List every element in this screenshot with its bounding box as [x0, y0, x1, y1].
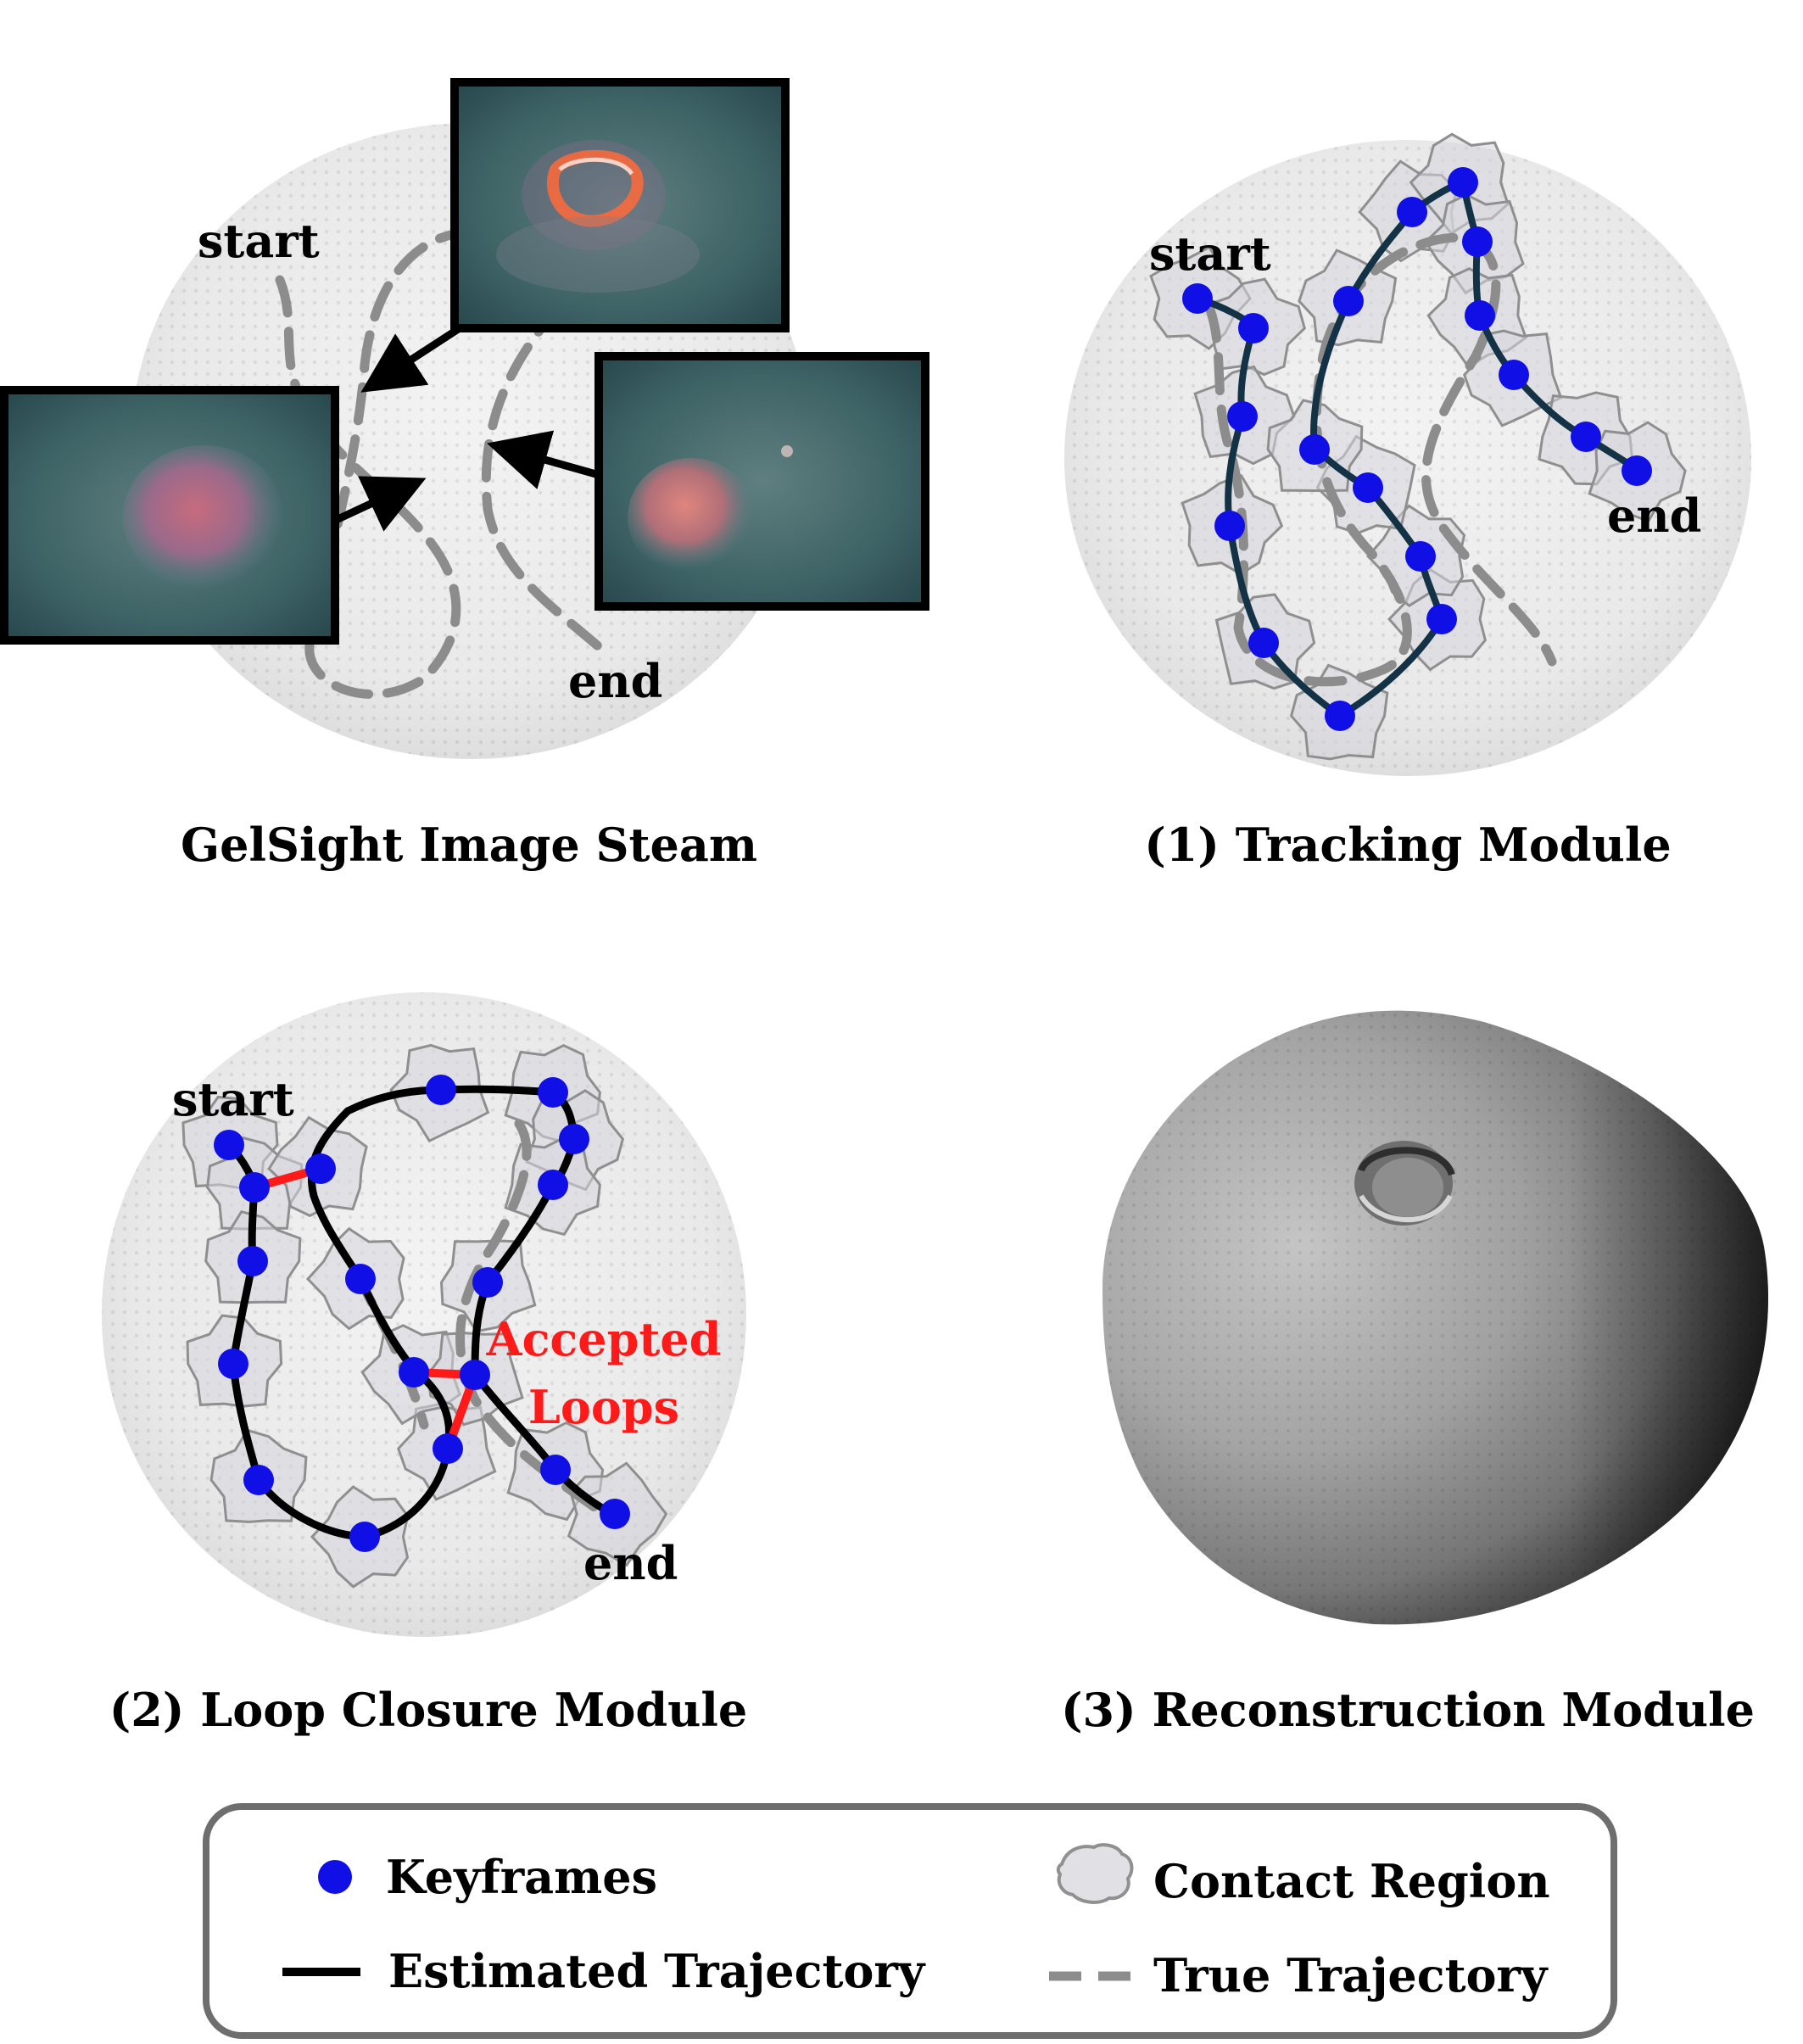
- keyframe: [460, 1360, 490, 1390]
- keyframe: [1426, 604, 1457, 634]
- arrow-right: [487, 430, 600, 489]
- keyframe: [538, 1077, 568, 1108]
- keyframe: [1571, 422, 1601, 452]
- keyframe: [1462, 226, 1493, 257]
- keyframe: [1325, 701, 1355, 731]
- contact-regions: [181, 1043, 668, 1589]
- keyframe: [1214, 511, 1245, 541]
- keyframes: [214, 1075, 630, 1552]
- panel-tracking: start end (1) Tracking Module: [1064, 132, 1751, 872]
- legend: Keyframes Estimated Trajectory Contact R…: [203, 1803, 1617, 2039]
- keyframe: [1465, 300, 1495, 331]
- keyframe: [472, 1267, 503, 1298]
- gelsight-image-top: [450, 78, 790, 332]
- keyframe: [538, 1170, 568, 1200]
- keyframe: [433, 1433, 463, 1464]
- arrow-top: [360, 323, 465, 393]
- keyframe: [349, 1522, 380, 1552]
- keyframe: [1182, 283, 1213, 314]
- legend-box: [203, 1803, 1617, 2039]
- keyframe: [1299, 434, 1330, 465]
- gelsight-image-right: [594, 352, 929, 611]
- legend-estimated: Estimated Trajectory: [388, 1944, 926, 1998]
- keyframe: [345, 1264, 376, 1294]
- keyframe: [1353, 472, 1383, 503]
- keyframes: [1182, 167, 1652, 731]
- accepted-loops-line2: Loops: [528, 1380, 679, 1434]
- keyframe: [399, 1357, 429, 1388]
- keyframe: [1448, 167, 1478, 198]
- loop-caption: (2) Loop Closure Module: [109, 1683, 748, 1737]
- tracking-caption: (1) Tracking Module: [1144, 818, 1671, 872]
- keyframe: [214, 1130, 244, 1160]
- keyframe: [1499, 360, 1529, 390]
- tracking-start-label: start: [1149, 226, 1271, 281]
- tracking-end-label: end: [1607, 489, 1701, 543]
- keyframe: [239, 1172, 270, 1203]
- arrow-left: [331, 476, 427, 532]
- true-trajectory: [455, 1119, 603, 1515]
- keyframe: [218, 1349, 248, 1379]
- legend-contact-region-marker: [1056, 1843, 1134, 1904]
- keyframe: [559, 1124, 589, 1154]
- reconstructed-texture: [1102, 1010, 1768, 1625]
- keyframe: [237, 1246, 268, 1276]
- keyframe: [1248, 628, 1279, 658]
- legend-keyframes: Keyframes: [386, 1850, 657, 1904]
- legend-contact-region: Contact Region: [1153, 1854, 1550, 1908]
- keyframe: [1397, 197, 1427, 227]
- legend-true: True Trajectory: [1153, 1948, 1549, 2002]
- keyframe: [600, 1499, 630, 1529]
- loop-start-label: start: [172, 1072, 294, 1126]
- legend-keyframe-marker: [318, 1860, 352, 1894]
- keyframe: [540, 1455, 571, 1485]
- crater: [1354, 1141, 1455, 1226]
- gelsight-image-left: [0, 386, 339, 645]
- panel-recon: (3) Reconstruction Module: [1061, 1010, 1768, 1737]
- keyframe: [305, 1153, 336, 1184]
- true-trajectory-b: [481, 300, 616, 662]
- keyframe: [1405, 541, 1436, 572]
- stream-caption: GelSight Image Steam: [181, 818, 757, 872]
- keyframe: [243, 1465, 274, 1495]
- keyframe: [426, 1075, 456, 1105]
- keyframe: [1622, 455, 1652, 486]
- stream-end-label: end: [568, 654, 662, 708]
- panel-loop: start end Accepted Loops (2) Loop Closur…: [102, 992, 747, 1737]
- keyframe: [1333, 286, 1364, 316]
- keyframe: [1238, 313, 1269, 343]
- accepted-loops-line1: Accepted: [486, 1312, 722, 1366]
- loop-end-label: end: [583, 1536, 678, 1590]
- recon-caption: (3) Reconstruction Module: [1061, 1683, 1755, 1737]
- panel-stream: start end GelSight Image Steam: [0, 78, 929, 872]
- keyframe: [1227, 401, 1258, 432]
- stream-start-label: start: [198, 214, 320, 268]
